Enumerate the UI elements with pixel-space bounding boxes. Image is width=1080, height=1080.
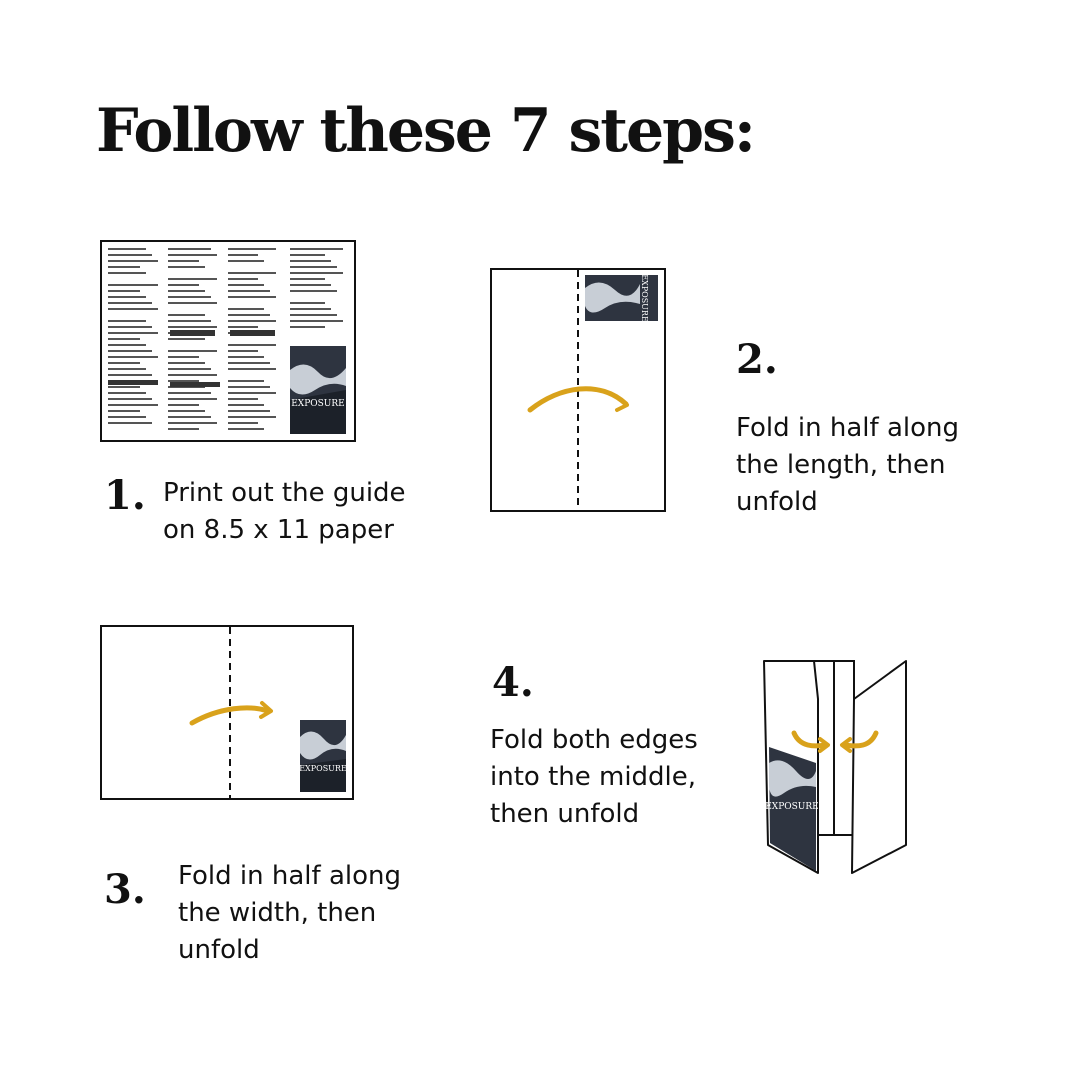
step-2-number: 2. (736, 336, 778, 383)
step-4-text: Fold both edges into the middle, then un… (490, 725, 698, 829)
step-3-fold-widthwise: EXPOSURE (100, 625, 354, 800)
cover-thumbnail: EXPOSURE (290, 346, 346, 434)
step-2-text: Fold in half along the length, then unfo… (736, 413, 959, 517)
step-2-fold-lengthwise: EXPOSURE (490, 268, 666, 512)
svg-text:EXPOSURE: EXPOSURE (299, 764, 347, 773)
arrow-right-icon (189, 705, 271, 726)
step-3-text: Fold in half along the width, then unfol… (178, 861, 401, 965)
cover-thumbnail: EXPOSURE (765, 747, 819, 871)
svg-text:EXPOSURE: EXPOSURE (640, 274, 649, 322)
cover-thumbnail: EXPOSURE (585, 274, 658, 322)
step-1-text: Print out the guide on 8.5 x 11 paper (163, 478, 406, 545)
step-4-number: 4. (492, 659, 534, 706)
arrow-left-icon (841, 730, 879, 749)
step-4-gatefold: EXPOSURE (763, 660, 907, 874)
svg-text:EXPOSURE: EXPOSURE (291, 399, 345, 409)
step-1-printed-sheet: EXPOSURE (100, 240, 356, 442)
page-title: Follow these 7 steps: (96, 96, 756, 166)
svg-text:EXPOSURE: EXPOSURE (765, 802, 819, 812)
step-3-number: 3. (104, 866, 146, 913)
step-1-number: 1. (104, 472, 146, 519)
cover-thumbnail: EXPOSURE (299, 720, 347, 792)
arrow-right-icon (791, 730, 829, 749)
